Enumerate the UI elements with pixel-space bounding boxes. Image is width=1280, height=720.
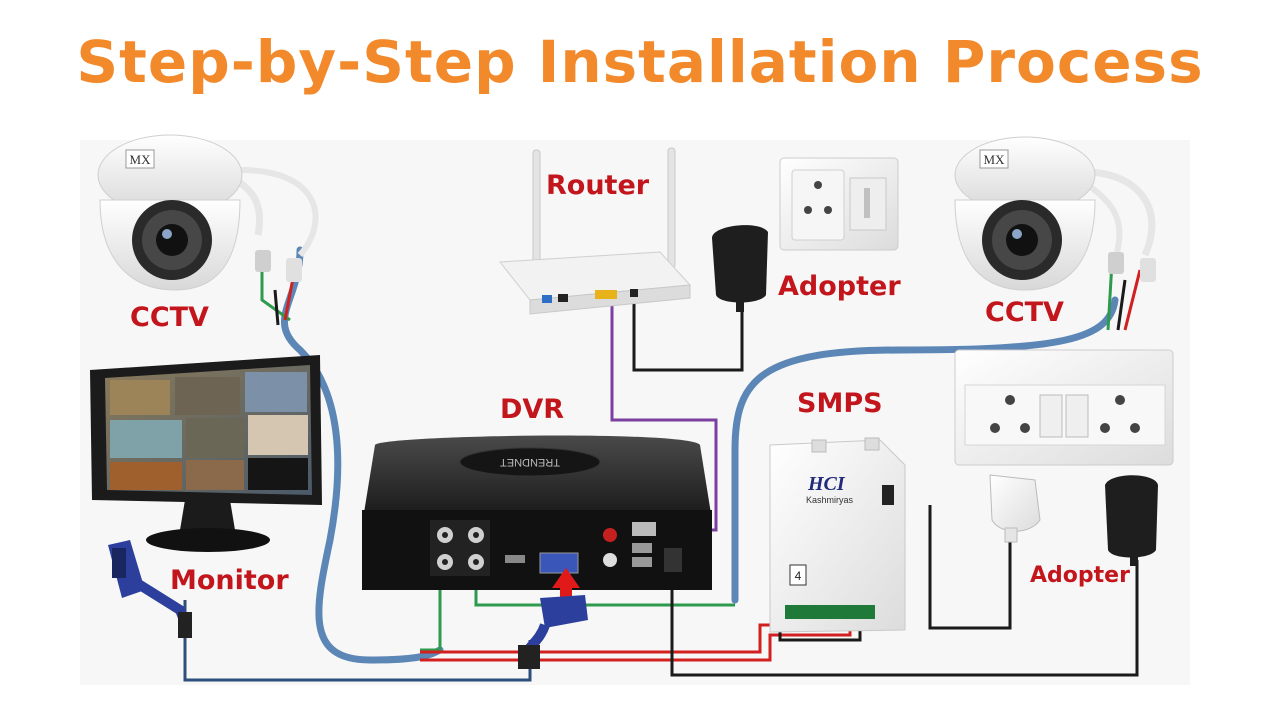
video-wire-left — [420, 565, 442, 652]
svg-text:HCI: HCI — [807, 473, 846, 495]
label-adopter-bottom: Adopter — [1030, 563, 1130, 588]
power-plug — [989, 474, 1041, 543]
svg-text:TRENDNET: TRENDNET — [500, 456, 560, 468]
label-smps: SMPS — [797, 388, 883, 419]
wall-socket-right — [954, 349, 1174, 466]
cam-black-right — [1116, 279, 1127, 331]
label-adopter-top: Adopter — [778, 271, 901, 302]
power-wire-red-1 — [420, 610, 812, 654]
lcd-monitor — [90, 355, 322, 552]
router-power-cable — [632, 300, 744, 372]
dvr-recorder: TRENDNET — [362, 435, 712, 590]
label-cctv-right: CCTV — [985, 297, 1064, 328]
label-router: Router — [546, 170, 650, 201]
wall-socket-top — [779, 157, 899, 251]
smps-to-plug — [928, 505, 1012, 630]
wifi-router — [499, 147, 692, 315]
cam-red-right — [1123, 269, 1142, 331]
smps-power-supply: HCI Kashmiryas 4 — [769, 437, 906, 633]
svg-text:MX: MX — [130, 152, 152, 167]
label-cctv-left: CCTV — [130, 302, 209, 333]
label-dvr: DVR — [500, 394, 565, 425]
vga-connector-dvr — [518, 595, 588, 669]
cam-red-left — [283, 277, 295, 321]
coax-cable-right — [731, 296, 1119, 604]
dvr-power-cable — [670, 560, 1139, 677]
arrow-up-icon — [552, 568, 580, 600]
cam-black-left — [273, 289, 280, 326]
vga-connector-left — [108, 540, 192, 638]
vga-cable — [183, 600, 532, 682]
page-title: Step-by-Step Installation Process — [76, 28, 1204, 96]
svg-text:MX: MX — [984, 152, 1006, 167]
label-monitor: Monitor — [170, 565, 289, 596]
power-adapter-bottom — [1105, 475, 1158, 566]
power-adapter-top — [712, 225, 768, 312]
cctv-camera-left: MX — [97, 134, 319, 291]
svg-text:4: 4 — [795, 569, 802, 583]
svg-text:Kashmiryas: Kashmiryas — [806, 495, 854, 505]
cctv-camera-right: MX — [954, 136, 1156, 291]
coax-cable-left — [280, 246, 444, 664]
